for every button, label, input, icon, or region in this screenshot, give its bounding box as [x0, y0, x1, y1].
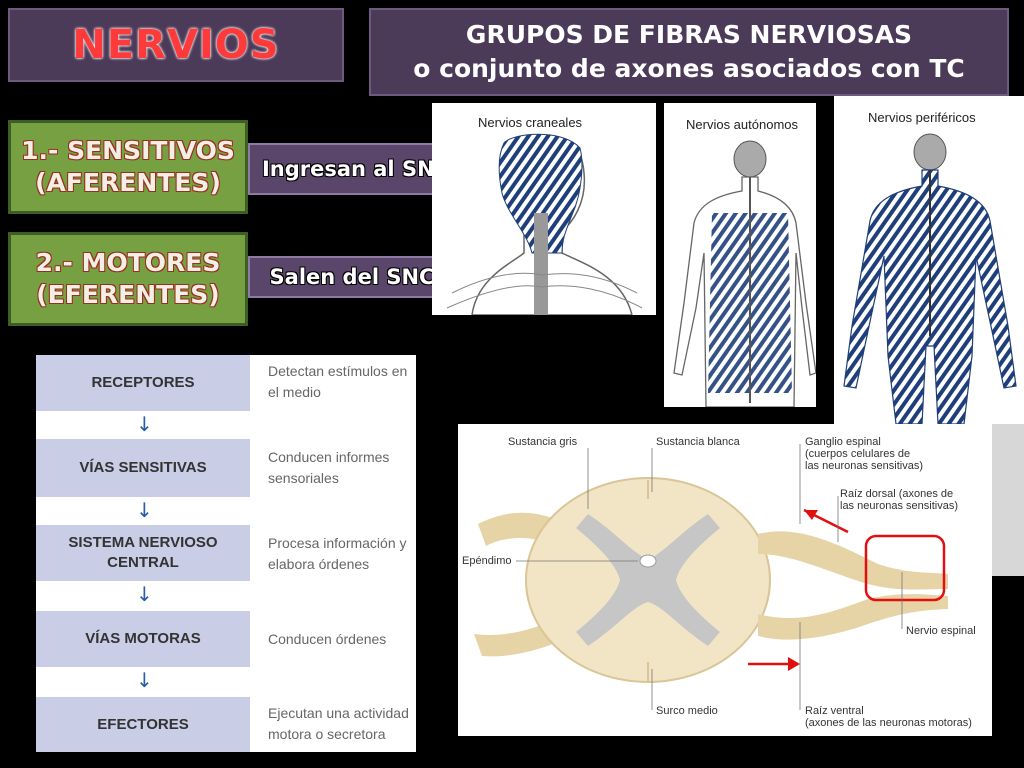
peripheral-nerves-figure: Nervios periféricos: [834, 96, 1024, 424]
flow-step-desc: Conducen informes sensoriales: [268, 449, 390, 486]
median-sulcus-label: Surco medio: [656, 705, 718, 717]
spinal-nerve-label: Nervio espinal: [906, 625, 976, 637]
flow-step-label: EFECTORES: [36, 697, 250, 752]
sensory-line-2: (AFERENTES): [35, 168, 221, 197]
arrow-down-icon: ↓: [136, 498, 153, 522]
sensory-note-box: Ingresan al SNC: [248, 143, 464, 195]
flow-step: EFECTORES Ejecutan una actividad motora …: [36, 697, 414, 752]
flow-step: RECEPTORES Detectan estímulos en el medi…: [36, 355, 414, 411]
motor-box: 2.- MOTORES (EFERENTES): [8, 232, 248, 326]
autonomic-label: Nervios autónomos: [686, 117, 798, 132]
cranial-label: Nervios craneales: [478, 115, 583, 130]
page-title: NERVIOS: [72, 22, 280, 68]
motor-line-2: (EFERENTES): [36, 280, 220, 309]
flow-step-desc: Procesa información y elabora órdenes: [268, 535, 407, 572]
ventral-root-label-1: Raíz ventral: [805, 705, 864, 717]
motor-note-box: Salen del SNC: [248, 256, 456, 298]
flow-step: VÍAS SENSITIVAS Conducen informes sensor…: [36, 439, 414, 497]
autonomic-illustration: [673, 140, 816, 407]
white-matter-label: Sustancia blanca: [656, 436, 740, 448]
dorsal-root-label-1: Raíz dorsal (axones de: [840, 488, 954, 500]
gray-matter-label: Sustancia gris: [508, 436, 578, 448]
ganglion-label-1: Ganglio espinal: [805, 436, 881, 448]
flow-step-desc: Ejecutan una actividad motora o secretor…: [268, 705, 409, 742]
cranial-illustration: [446, 133, 643, 315]
peripheral-illustration: [843, 133, 1017, 424]
motor-line-1: 2.- MOTORES: [35, 248, 221, 277]
sensory-line-1: 1.- SENSITIVOS: [21, 136, 235, 165]
sensory-box: 1.- SENSITIVOS (AFERENTES): [8, 120, 248, 214]
flow-step-label: VÍAS SENSITIVAS: [36, 439, 250, 497]
ganglion-label-2: (cuerpos celulares de: [805, 448, 911, 460]
flow-step: SISTEMA NERVIOSO CENTRAL Procesa informa…: [36, 525, 414, 581]
autonomic-nerves-figure: Nervios autónomos: [664, 103, 816, 407]
flow-step-label: SISTEMA NERVIOSO CENTRAL: [36, 525, 250, 581]
flow-step: VÍAS MOTORAS Conducen órdenes: [36, 611, 414, 667]
arrow-down-icon: ↓: [136, 412, 153, 436]
flow-step-desc: Conducen órdenes: [268, 631, 387, 647]
dorsal-root-label-2: las neuronas sensitivas): [840, 500, 959, 512]
sensory-note: Ingresan al SNC: [261, 157, 451, 181]
motor-note: Salen del SNC: [269, 265, 435, 289]
ependymo-label: Epéndimo: [462, 555, 512, 567]
ventral-root-label-2: (axones de las neuronas motoras): [805, 717, 972, 729]
title-box: NERVIOS: [8, 8, 344, 82]
header-line-1: GRUPOS DE FIBRAS NERVIOSAS: [465, 20, 913, 49]
cranial-nerves-figure: Nervios craneales: [432, 103, 656, 315]
arrow-down-icon: ↓: [136, 582, 153, 606]
spinal-cord-illustration: [474, 444, 948, 710]
header-box: GRUPOS DE FIBRAS NERVIOSAS o conjunto de…: [369, 8, 1009, 96]
spinal-cord-figure: Sustancia gris Sustancia blanca Ganglio …: [458, 424, 992, 736]
header-line-2: o conjunto de axones asociados con TC: [413, 54, 965, 83]
flow-step-label: RECEPTORES: [36, 355, 250, 411]
peripheral-label: Nervios periféricos: [868, 110, 976, 125]
flow-chart: RECEPTORES Detectan estímulos en el medi…: [36, 355, 416, 752]
ganglion-label-3: las neuronas sensitivas): [805, 460, 924, 472]
flow-step-label: VÍAS MOTORAS: [36, 611, 250, 667]
arrow-down-icon: ↓: [136, 668, 153, 692]
flow-step-desc: Detectan estímulos en el medio: [268, 363, 408, 400]
